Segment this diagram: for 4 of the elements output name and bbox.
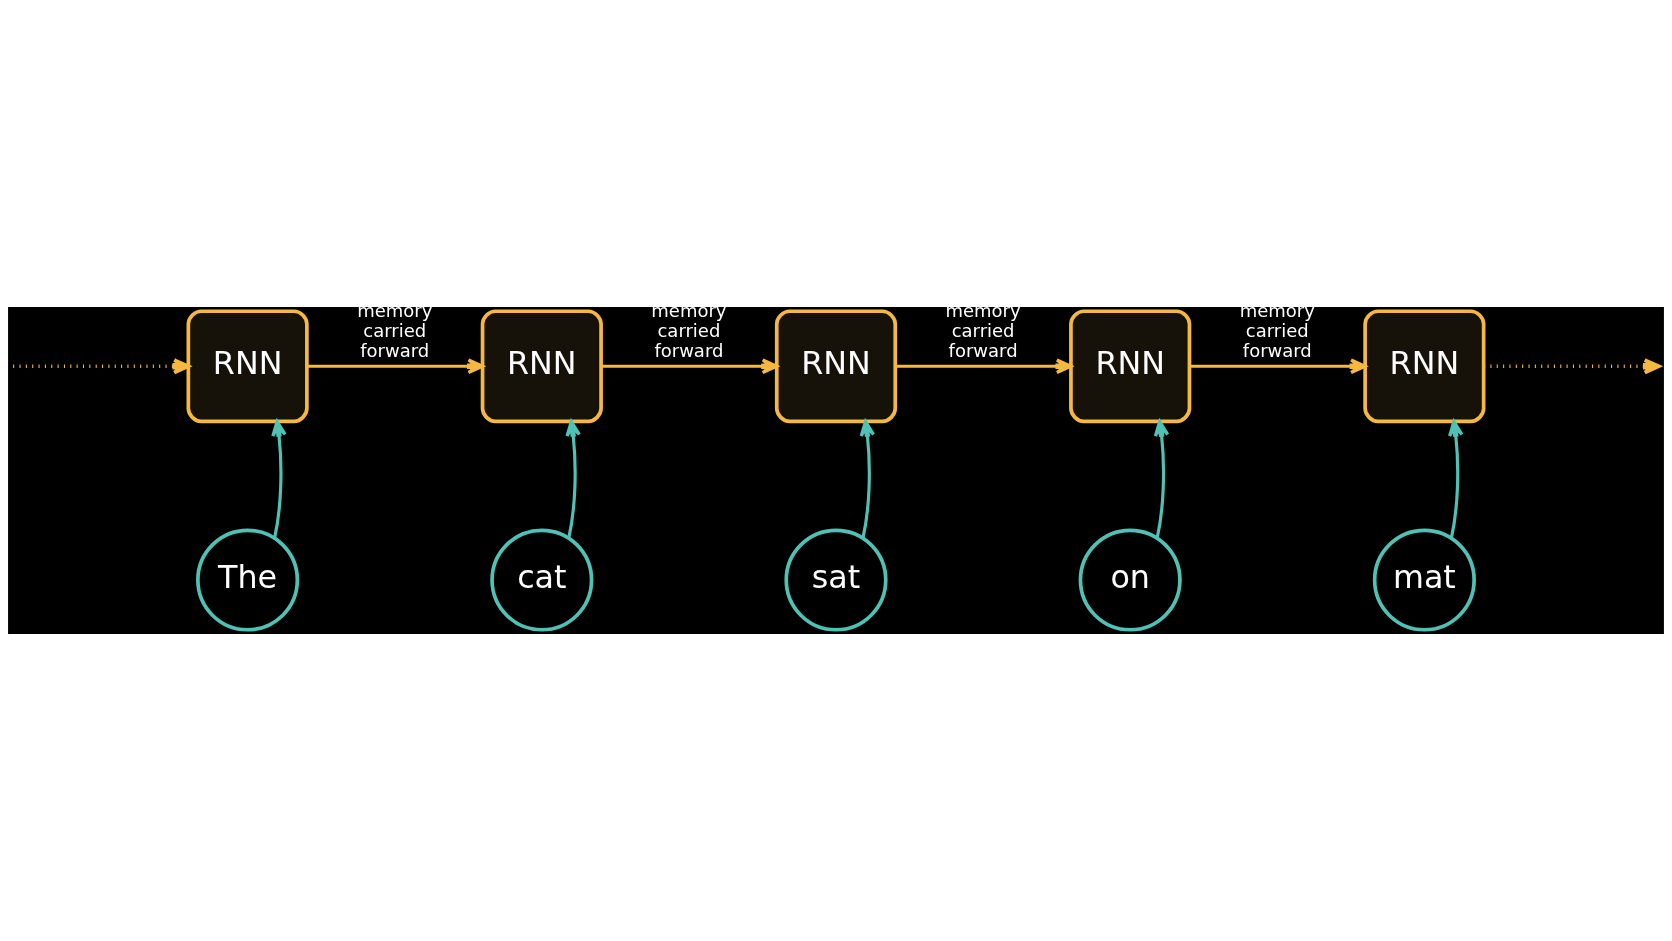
edge-label: memory carried forward [357,300,433,362]
edge-label: memory carried forward [1239,300,1315,362]
edge-label: memory carried forward [945,300,1021,362]
edge-label: memory carried forward [651,300,727,362]
